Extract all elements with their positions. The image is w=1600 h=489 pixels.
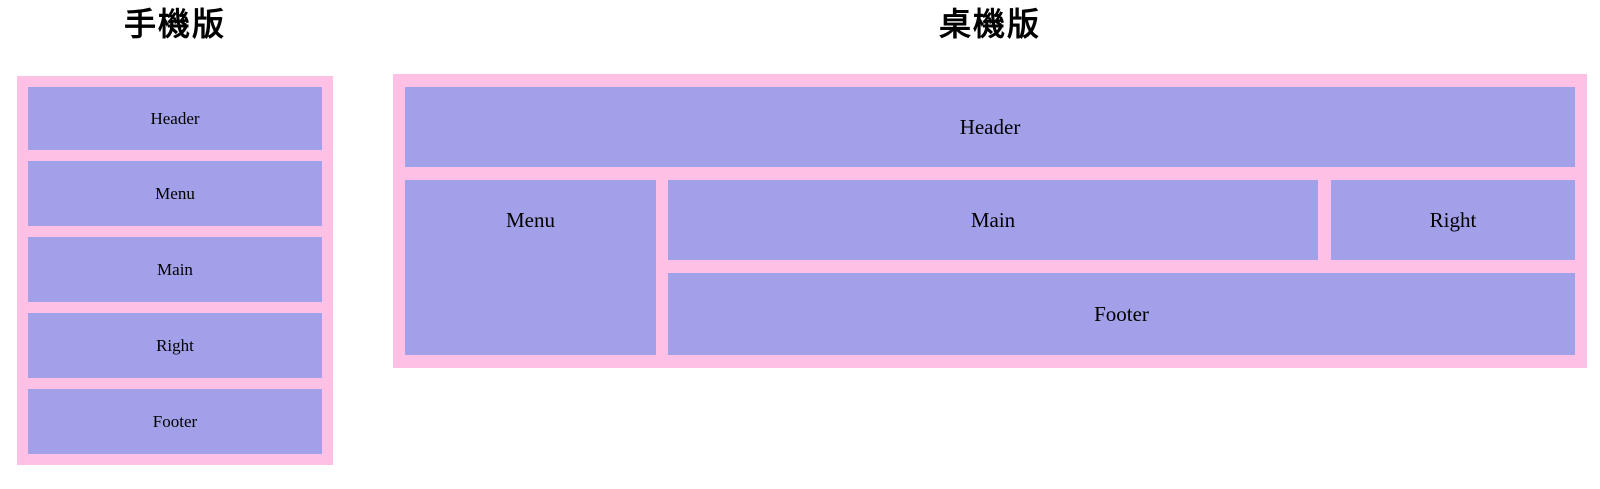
- mobile-menu-label: Menu: [155, 183, 195, 203]
- desktop-layout-container: Header Menu Main Right Footer: [393, 74, 1587, 368]
- mobile-main-label: Main: [157, 259, 193, 279]
- desktop-menu-label-row: Menu: [405, 180, 656, 260]
- desktop-right-label: Right: [1429, 207, 1477, 232]
- mobile-footer-label: Footer: [152, 411, 198, 431]
- mobile-right-label: Right: [156, 335, 194, 355]
- mobile-menu-box: Menu: [28, 161, 322, 226]
- desktop-header-box: Header: [405, 87, 1575, 167]
- desktop-main-box: Main: [668, 180, 1318, 260]
- desktop-footer-box: Footer: [668, 273, 1575, 355]
- desktop-version-title: 桌機版: [938, 6, 1041, 42]
- mobile-layout-container: Header Menu Main Right Footer: [17, 76, 333, 465]
- desktop-menu-box: Menu: [405, 180, 656, 355]
- mobile-right-box: Right: [28, 313, 322, 378]
- mobile-footer-box: Footer: [28, 389, 322, 454]
- mobile-main-box: Main: [28, 237, 322, 302]
- desktop-header-label: Header: [959, 114, 1021, 139]
- mobile-header-box: Header: [28, 87, 322, 150]
- desktop-footer-label: Footer: [1094, 301, 1149, 326]
- desktop-menu-label: Menu: [506, 207, 555, 232]
- desktop-main-label: Main: [970, 207, 1016, 232]
- mobile-version-title: 手機版: [123, 6, 226, 42]
- mobile-header-label: Header: [150, 108, 200, 128]
- desktop-right-box: Right: [1331, 180, 1575, 260]
